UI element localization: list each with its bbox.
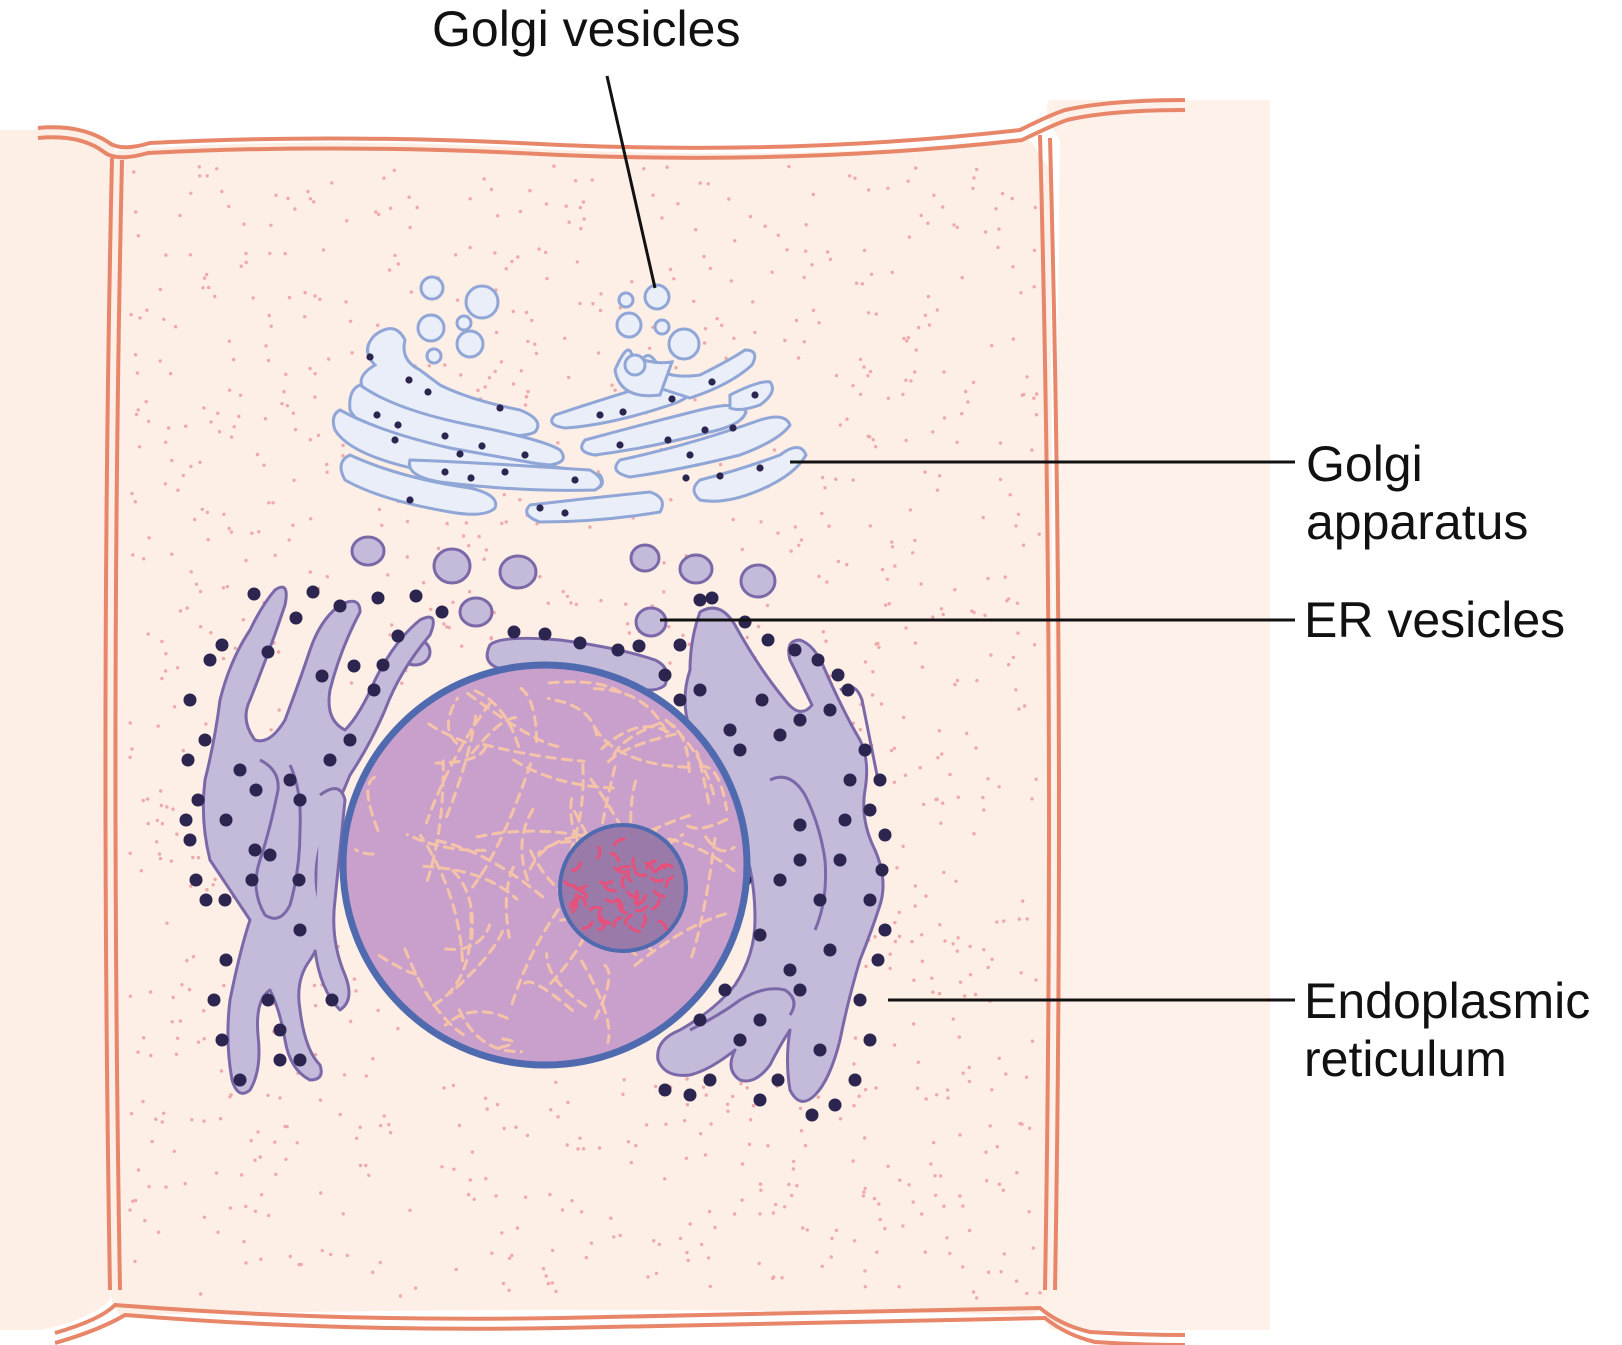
golgi-apparatus	[331, 327, 808, 524]
label-golgi-apparatus-line1: Golgi	[1306, 436, 1423, 492]
nucleus	[339, 661, 751, 1069]
label-golgi-vesicles: Golgi vesicles	[432, 0, 740, 58]
er-vesicles	[350, 535, 777, 667]
neighbor-cell-left	[0, 129, 115, 1331]
label-er-vesicles-text: ER vesicles	[1304, 592, 1566, 648]
endoplasmic-reticulum	[201, 585, 435, 1095]
label-golgi-apparatus-line2: apparatus	[1306, 494, 1529, 550]
label-er-vesicles: ER vesicles	[1304, 591, 1565, 649]
label-er-line2: reticulum	[1304, 1031, 1507, 1087]
neighbor-cell-right	[1043, 100, 1270, 1330]
label-er-line1: Endoplasmic	[1304, 973, 1591, 1029]
golgi-vesicles	[416, 275, 701, 377]
cell-membrane	[37, 98, 1186, 1345]
leader-lines	[605, 75, 1295, 1002]
label-endoplasmic-reticulum: Endoplasmic reticulum	[1304, 972, 1590, 1088]
endoplasmic-reticulum-right	[656, 606, 885, 1103]
leader-golgi-vesicles	[605, 75, 657, 289]
golgi-contents	[366, 353, 764, 517]
label-golgi-vesicles-text: Golgi vesicles	[432, 1, 741, 57]
label-golgi-apparatus: Golgi apparatus	[1306, 435, 1528, 551]
nucleolus	[558, 823, 688, 953]
